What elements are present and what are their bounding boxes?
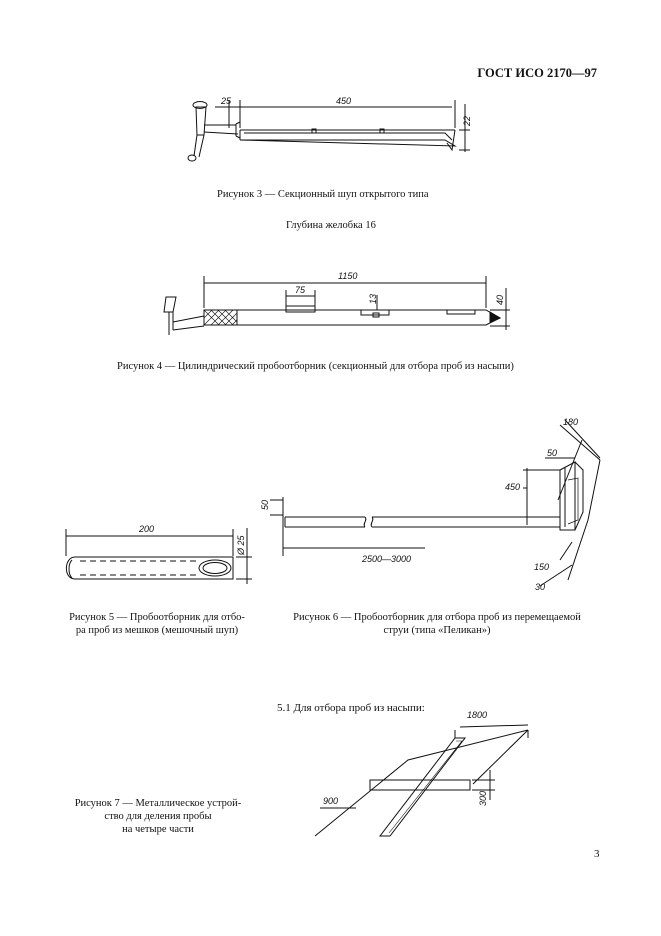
document-standard-header: ГОСТ ИСО 2170—97 — [477, 66, 597, 80]
figure-7-caption-line2: ство для деления пробы — [104, 811, 212, 822]
fig7-dim-1800: 1800 — [467, 710, 487, 720]
figure-7-caption: Рисунок 7 — Металлическое устрой- ство д… — [62, 797, 254, 836]
figure-3-caption: Рисунок 3 — Секционный шуп открытого тип… — [217, 189, 429, 200]
figure-6-caption-line2: струи (типа «Пеликан») — [383, 625, 491, 636]
fig6-dim-180: 180 — [563, 417, 578, 427]
fig4-dim-1150: 1150 — [338, 271, 357, 281]
figure-5-caption: Рисунок 5 — Пробоотборник для отбо- ра п… — [64, 611, 250, 637]
figure-6-caption-line1: Рисунок 6 — Пробоотборник для отбора про… — [293, 612, 581, 623]
fig3-dim-22: 22 — [462, 116, 472, 127]
figure-7-caption-line1: Рисунок 7 — Металлическое устрой- — [74, 798, 242, 809]
fig7-dim-900: 900 — [323, 796, 338, 806]
fig3-dim-450: 450 — [336, 96, 351, 106]
fig3-dim-25: 25 — [220, 96, 232, 106]
fig4-dim-40: 40 — [495, 295, 505, 305]
fig6-dim-450: 450 — [505, 482, 520, 492]
figure-7-caption-line3: на четыре части — [122, 824, 194, 835]
figure-6-caption: Рисунок 6 — Пробоотборник для отбора про… — [278, 611, 596, 637]
fig4-dim-75: 75 — [295, 285, 306, 295]
fig5-dim-25: Ø 25 — [236, 534, 246, 556]
figure-4-caption: Рисунок 4 — Цилиндрический пробоотборник… — [117, 361, 514, 372]
fig5-dim-200: 200 — [138, 524, 154, 534]
fig6-dim-30: 30 — [535, 582, 545, 592]
fig6-dim-2500-3000: 2500—3000 — [361, 554, 411, 564]
fig6-dim-50-left: 50 — [260, 500, 270, 510]
section-heading: 5.1 Для отбора проб из насыпи: — [277, 702, 425, 714]
fig7-dim-300: 300 — [478, 791, 488, 806]
fig4-dim-13: 13 — [368, 294, 378, 304]
fig6-dim-50-top: 50 — [547, 448, 557, 458]
fig6-dim-150: 150 — [534, 562, 549, 572]
figure-5-caption-line2: ра проб из мешков (мешочный шуп) — [75, 625, 239, 636]
page-number: 3 — [594, 848, 600, 860]
figure-5-caption-line1: Рисунок 5 — Пробоотборник для отбо- — [69, 612, 245, 623]
figure-4-note: Глубина желобка 16 — [286, 220, 376, 231]
